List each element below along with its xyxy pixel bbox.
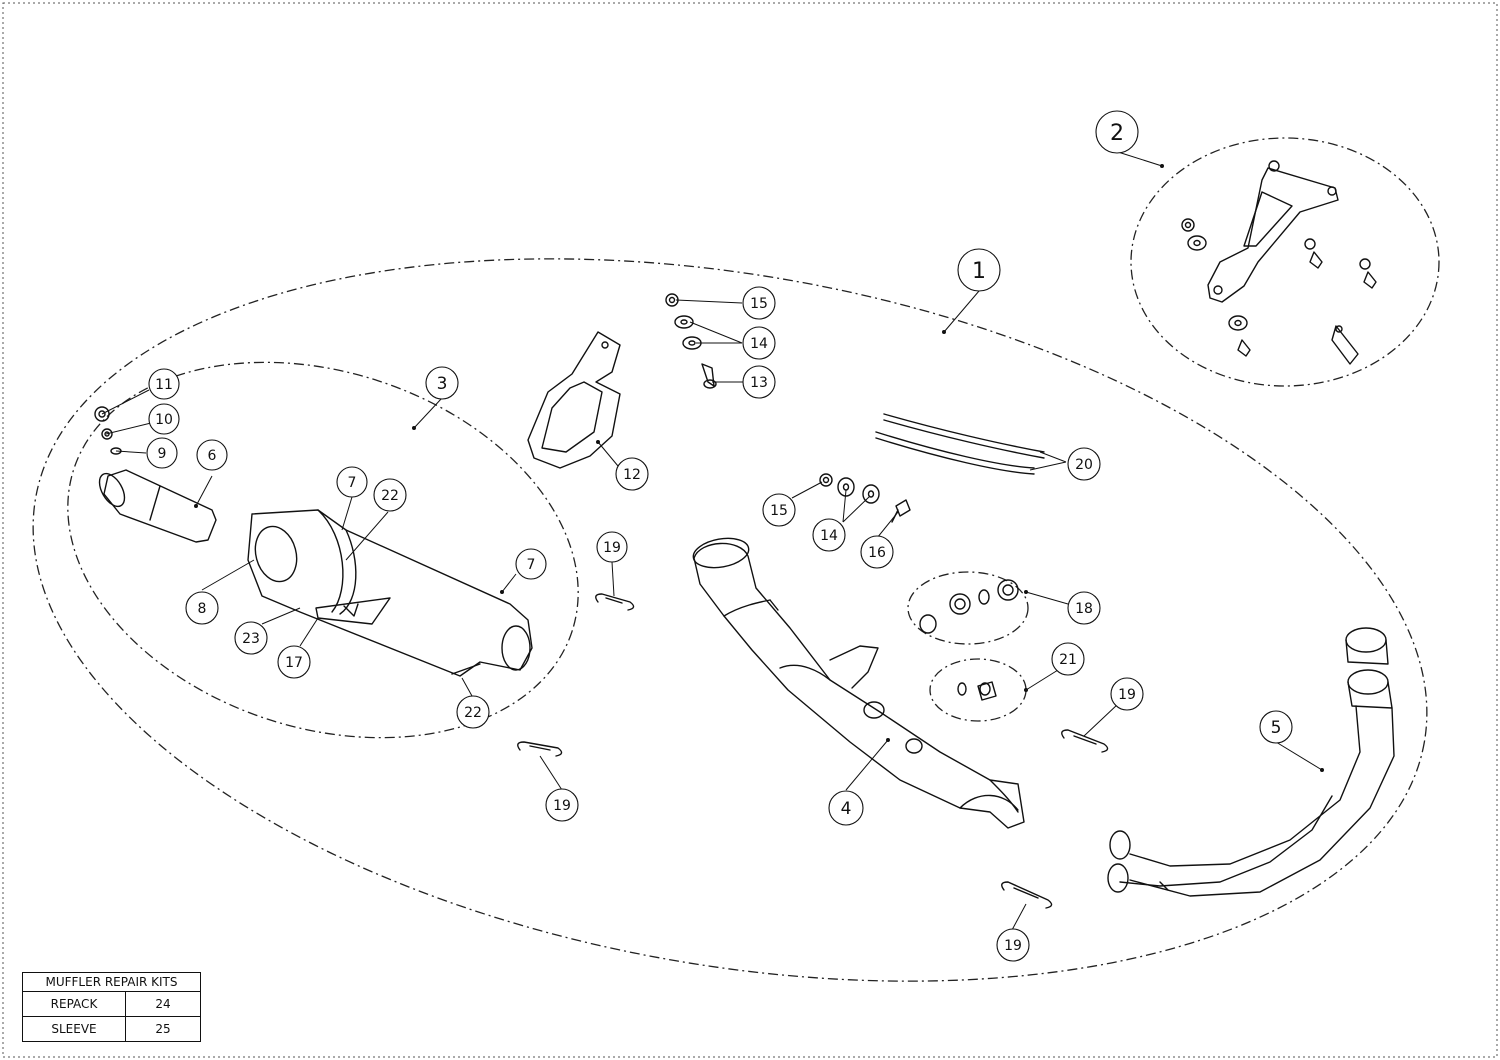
group-1-outline (32, 258, 1428, 982)
callout-19-c: 19 (1110, 677, 1144, 711)
svg-text:15: 15 (770, 503, 788, 519)
muffler-repair-kits-table: MUFFLER REPAIR KITS REPACK 24 SLEEVE 25 (22, 972, 201, 1042)
callout-7-upper: 7 (336, 466, 368, 498)
svg-text:3: 3 (437, 374, 448, 394)
middle-hardware-drawing (819, 473, 911, 523)
header-pipe-drawing (1107, 627, 1395, 897)
kit-name: REPACK (22, 991, 126, 1017)
callout-20: 20 (1067, 447, 1101, 481)
callout-22-upper: 22 (373, 478, 407, 512)
svg-text:22: 22 (464, 705, 482, 721)
svg-text:19: 19 (603, 540, 621, 556)
svg-text:19: 19 (1004, 938, 1022, 954)
springs-drawing (517, 593, 1109, 909)
svg-text:7: 7 (527, 557, 536, 573)
svg-text:13: 13 (750, 375, 768, 391)
callout-15-lower: 15 (762, 493, 796, 527)
svg-text:18: 18 (1075, 601, 1093, 617)
svg-text:14: 14 (750, 336, 768, 352)
svg-text:15: 15 (750, 296, 768, 312)
callout-10: 10 (148, 403, 180, 435)
svg-text:16: 16 (868, 545, 886, 561)
svg-text:5: 5 (1271, 718, 1282, 738)
callout-19-d: 19 (996, 928, 1030, 962)
callout-1: 1 (957, 248, 1001, 292)
svg-text:6: 6 (208, 448, 217, 464)
group-2-outline (1130, 137, 1440, 387)
group-3-outline (67, 361, 579, 739)
callout-22-lower: 22 (456, 695, 490, 729)
svg-text:10: 10 (155, 412, 173, 428)
callout-15-upper: 15 (742, 286, 776, 320)
kit-row-repack: REPACK 24 (22, 991, 201, 1017)
callout-7-lower: 7 (515, 548, 547, 580)
kit-number: 24 (125, 991, 201, 1017)
gasket-set-drawing (919, 579, 1019, 634)
svg-text:14: 14 (820, 528, 838, 544)
svg-text:9: 9 (158, 446, 167, 462)
callout-17: 17 (277, 645, 311, 679)
svg-text:11: 11 (155, 377, 173, 393)
callout-3: 3 (425, 366, 459, 400)
callout-23: 23 (234, 621, 268, 655)
kit-table-title: MUFFLER REPAIR KITS (22, 972, 201, 992)
callout-6: 6 (196, 439, 228, 471)
callout-11: 11 (148, 368, 180, 400)
callout-16: 16 (860, 535, 894, 569)
svg-text:19: 19 (553, 798, 571, 814)
callout-14-upper: 14 (742, 326, 776, 360)
svg-text:22: 22 (381, 488, 399, 504)
heat-shield-drawing (527, 331, 621, 469)
callout-18: 18 (1067, 591, 1101, 625)
muffler-drawing (247, 509, 533, 677)
upper-hardware-drawing (665, 293, 717, 389)
link-pipe-drawing (94, 406, 217, 543)
kit-name: SLEEVE (22, 1016, 126, 1042)
clamp-set-drawing (957, 681, 997, 701)
callout-4: 4 (828, 790, 864, 826)
svg-text:19: 19 (1118, 687, 1136, 703)
mid-pipe-drawing (692, 537, 1025, 829)
svg-text:21: 21 (1059, 652, 1077, 668)
svg-text:4: 4 (841, 799, 852, 819)
callout-12: 12 (615, 457, 649, 491)
callout-14-lower: 14 (812, 518, 846, 552)
kit-row-sleeve: SLEEVE 25 (22, 1016, 201, 1042)
svg-text:8: 8 (198, 601, 207, 617)
svg-text:2: 2 (1110, 121, 1124, 146)
svg-text:1: 1 (972, 259, 986, 284)
callout-13: 13 (742, 365, 776, 399)
callout-5: 5 (1259, 710, 1293, 744)
svg-text:17: 17 (285, 655, 303, 671)
svg-text:12: 12 (623, 467, 641, 483)
svg-text:23: 23 (242, 631, 260, 647)
bracket-kit-drawing (1181, 160, 1377, 365)
group-21-outline (929, 658, 1027, 722)
callout-19-b: 19 (545, 788, 579, 822)
callout-21: 21 (1051, 642, 1085, 676)
callout-9: 9 (146, 437, 178, 469)
callout-19-a: 19 (596, 531, 628, 563)
group-18-outline (907, 571, 1029, 645)
callout-8: 8 (185, 591, 219, 625)
hose-drawing (875, 413, 1045, 475)
callout-2: 2 (1095, 110, 1139, 154)
svg-text:20: 20 (1075, 457, 1093, 473)
kit-number: 25 (125, 1016, 201, 1042)
svg-text:7: 7 (348, 475, 357, 491)
